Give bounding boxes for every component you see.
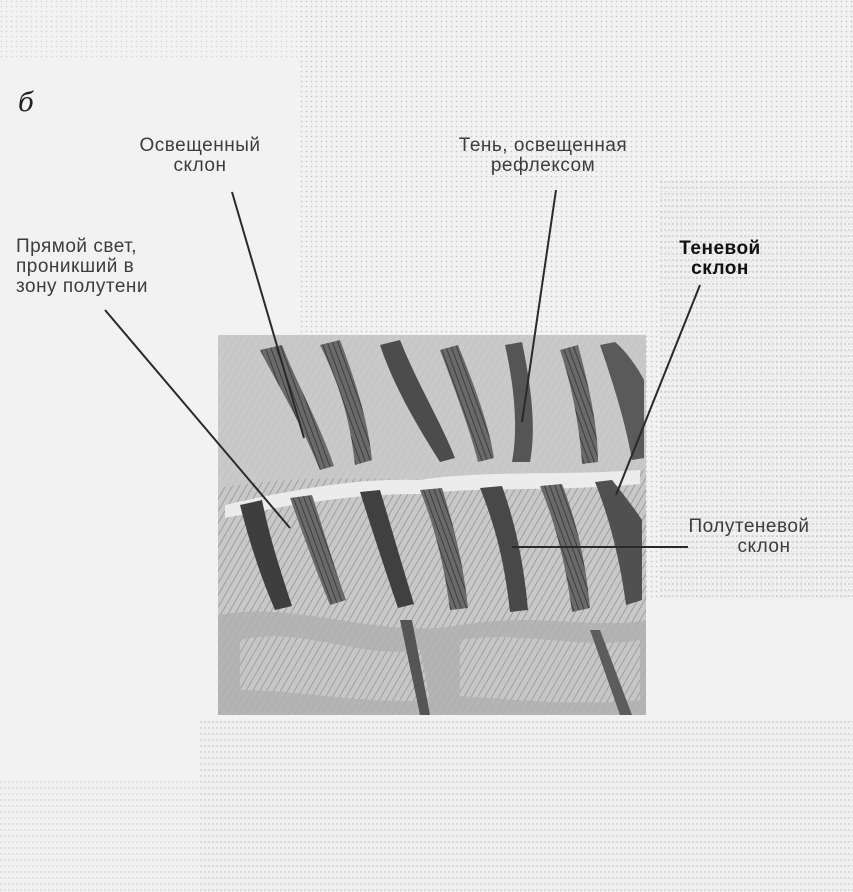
label-half-shadow-slope: Полутеневой склон <box>656 517 842 557</box>
label-shadow-reflex-line1: Тень, освещенная <box>418 136 668 156</box>
label-lit-slope: Освещенный склон <box>110 136 290 176</box>
label-lit-slope-line2: склон <box>110 156 290 176</box>
label-lit-slope-line1: Освещенный <box>110 136 290 156</box>
label-half-shadow-slope-line2: склон <box>656 537 842 557</box>
label-shadow-slope-line1: Теневой <box>660 239 780 259</box>
terrain-block <box>218 335 646 715</box>
label-direct-light-line1: Прямой свет, <box>16 237 148 257</box>
label-half-shadow-slope-line1: Полутеневой <box>656 517 842 537</box>
label-shadow-reflex-line2: рефлексом <box>418 156 668 176</box>
label-shadow-reflex: Тень, освещенная рефлексом <box>418 136 668 176</box>
figure-letter: б <box>18 88 34 118</box>
label-shadow-slope: Теневой склон <box>660 239 780 279</box>
label-direct-light-line3: зону полутени <box>16 277 148 297</box>
label-shadow-slope-line2: склон <box>660 259 780 279</box>
label-direct-light: Прямой свет, проникший в зону полутени <box>16 237 148 297</box>
label-direct-light-line2: проникший в <box>16 257 148 277</box>
